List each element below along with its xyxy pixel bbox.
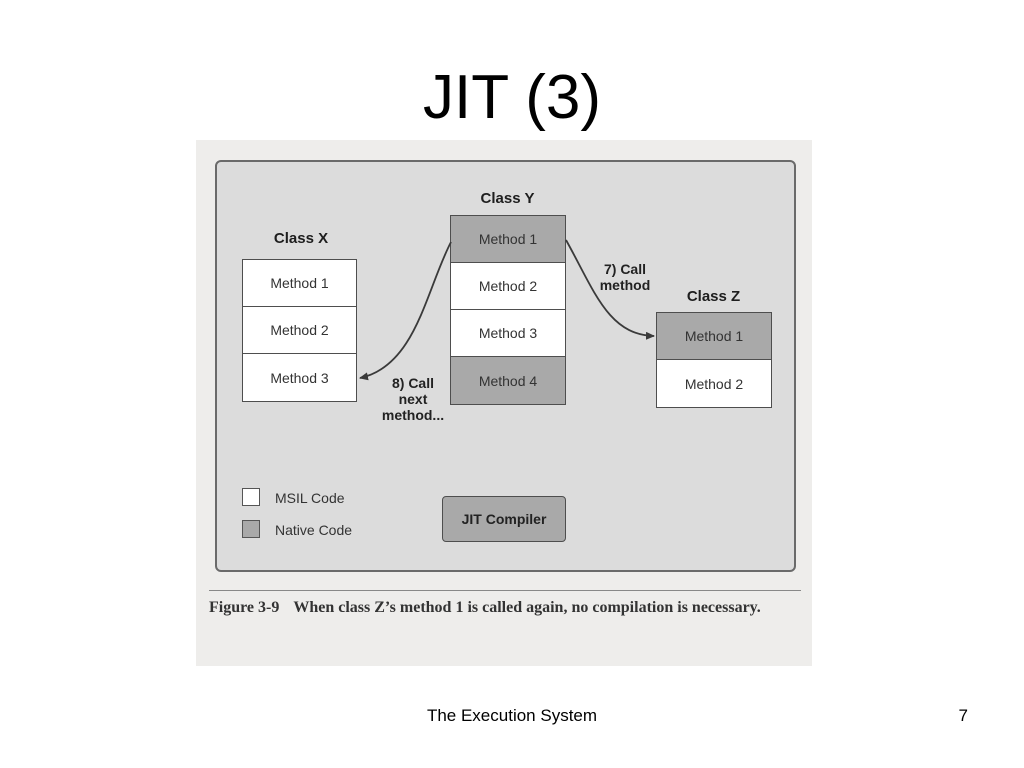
class-y-method-4: Method 4 [451, 357, 565, 404]
class-x-title: Class X [273, 230, 329, 247]
page-number: 7 [958, 706, 968, 725]
legend-msil-swatch [242, 488, 260, 506]
caption-rule [209, 590, 801, 591]
arrow-label-8-line-1: 8) Call [391, 375, 434, 391]
class-z-method-1: Method 1 [657, 313, 771, 360]
class-z-method-2: Method 2 [657, 360, 771, 407]
class-x-method-2: Method 2 [243, 307, 356, 354]
class-x-method-3: Method 3 [243, 354, 356, 401]
arrow-label-8-line-2: next [398, 391, 428, 407]
arrow-label-8: 8) Call next method... [374, 375, 452, 423]
class-y-method-2: Method 2 [451, 263, 565, 310]
class-x-method-1: Method 1 [243, 260, 356, 307]
class-y-title: Class Y [480, 190, 535, 207]
arrow-call-next-method-x [359, 241, 452, 381]
arrow-label-7-line-2: method [599, 277, 651, 293]
class-y-method-1: Method 1 [451, 216, 565, 263]
slide-footer: The Execution System [426, 706, 598, 725]
legend-native-label: Native Code [275, 522, 353, 538]
class-y-stack: Method 1 Method 2 Method 3 Method 4 [450, 215, 566, 405]
arrow-label-7: 7) Call method [590, 261, 660, 293]
figure-caption: Figure 3-9 When class Z’s method 1 is cal… [209, 597, 801, 618]
arrow-label-7-line-1: 7) Call [603, 261, 646, 277]
figure-number: Figure 3-9 [209, 599, 280, 616]
figure-caption-text: When class Z’s method 1 is called again,… [293, 599, 761, 616]
legend-native-swatch [242, 520, 260, 538]
class-z-title: Class Z [686, 288, 741, 305]
legend-msil-label: MSIL Code [275, 490, 345, 506]
call-arrows [359, 239, 655, 381]
class-z-stack: Method 1 Method 2 [656, 312, 772, 408]
class-x-stack: Method 1 Method 2 Method 3 [242, 259, 357, 402]
arrow-label-8-line-3: method... [381, 407, 445, 423]
slide-title: JIT (3) [423, 63, 601, 132]
arrow-call-method-z [565, 239, 655, 340]
class-y-method-3: Method 3 [451, 310, 565, 357]
jit-compiler-box: JIT Compiler [442, 496, 566, 542]
figure-scan: Class X Method 1 Method 2 Method 3 Class… [196, 140, 812, 666]
